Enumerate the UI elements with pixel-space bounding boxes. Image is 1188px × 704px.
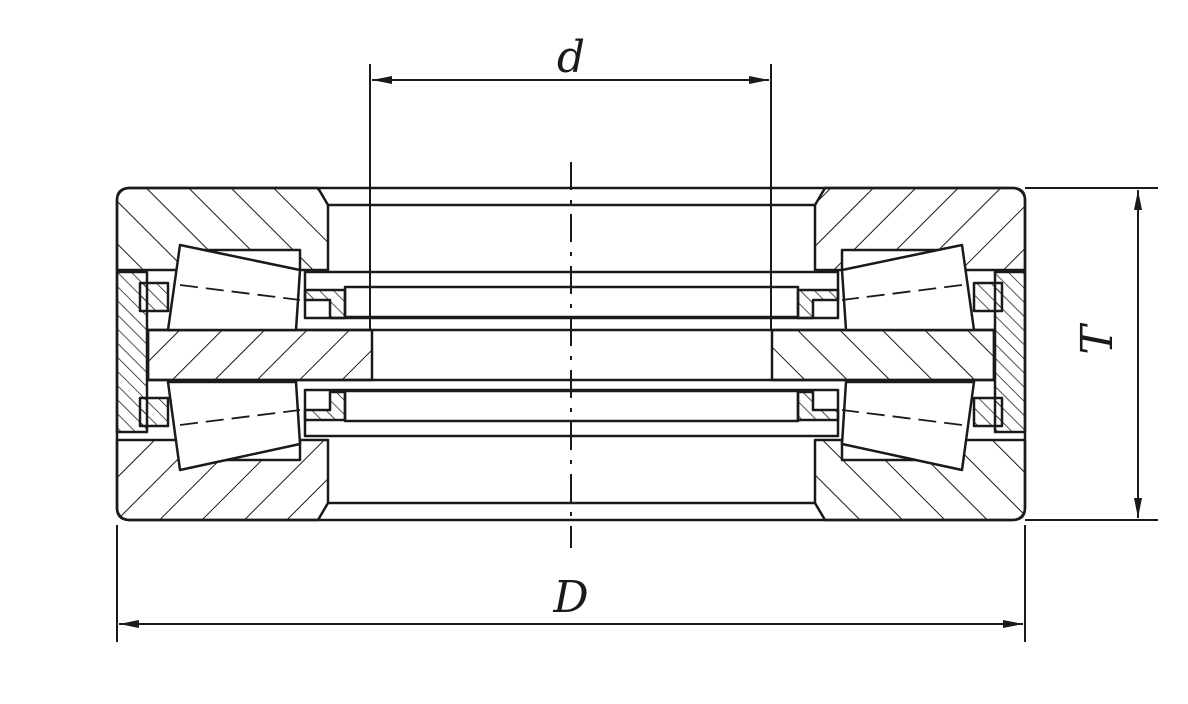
flange-detail [796,390,840,422]
tapered-roller [166,380,302,472]
bottom-housing-washer-right [813,438,1027,522]
roller-axis-line [841,284,963,301]
central-washer-right-section [770,328,996,382]
tapered-roller [840,243,976,332]
cage-detail [138,396,170,428]
roller-axis-line [841,409,963,426]
top-housing-washer-left [115,186,330,272]
outer-diameter-label: D [552,572,588,623]
height-label: T [1072,322,1123,355]
flange-detail [303,288,347,320]
cage-detail [972,281,1004,313]
cage-detail [972,396,1004,428]
top-housing-washer-right [813,186,1027,272]
flange-detail [303,390,347,422]
bottom-housing-washer-left [115,438,330,522]
roller-axis-line [179,409,301,426]
cage-detail [138,281,170,313]
tapered-roller [840,380,976,472]
roller-axis-line [179,284,301,301]
inner-diameter-label: d [557,32,585,83]
flange-detail [796,288,840,320]
central-washer-left-section [146,328,374,382]
tapered-roller [166,243,302,332]
